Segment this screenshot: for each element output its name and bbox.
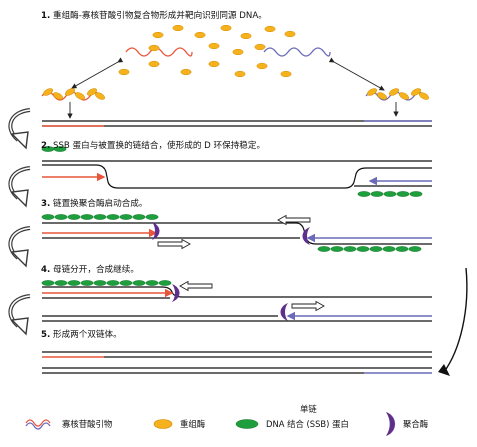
step-4-label: 4. 母链分开，合成继续。 — [41, 265, 139, 275]
free-primer-red — [125, 47, 193, 57]
legend-polymerase-label: 聚合酶 — [403, 419, 429, 429]
direction-arrow-right-step3 — [157, 239, 191, 249]
step-3-label: 3. 链置换聚合酶启动合成。 — [41, 199, 148, 209]
legend — [25, 412, 395, 436]
return-arrow — [443, 267, 468, 373]
step1-complexes — [41, 24, 431, 119]
legend-ssb-label-line1: 单链 — [300, 404, 317, 414]
left-complex — [41, 86, 107, 102]
polymerase-right-step4 — [280, 303, 288, 321]
curl-arrow-4 — [8, 294, 32, 336]
free-primer-blue — [263, 47, 331, 57]
right-complex — [365, 86, 431, 102]
free-recombinases — [118, 24, 296, 78]
curl-arrow-1 — [8, 108, 32, 150]
step-1-label: 1. 重组酶-寡核苷酸引物复合物形成并靶向识别同源 DNA。 — [41, 11, 267, 21]
step1-duplex — [42, 120, 432, 127]
legend-primer-icon — [25, 419, 51, 427]
ssb-proteins-step2 — [41, 146, 423, 197]
ssb-proteins-step3-bottom — [317, 246, 422, 252]
curl-arrow-2 — [8, 166, 32, 208]
ssb-proteins-step4 — [41, 280, 172, 286]
step4-separation — [41, 280, 432, 322]
step5-duplexes — [42, 351, 432, 374]
step3-synthesis — [41, 214, 432, 252]
step-5-label: 5. 形成两个双链体。 — [41, 330, 122, 340]
curl-arrow-3 — [8, 226, 32, 268]
polymerase-left-step3 — [152, 222, 160, 240]
legend-recombinase-icon — [153, 419, 173, 429]
legend-recombinase-label: 重组酶 — [180, 419, 206, 429]
legend-ssb-label-line2: DNA 结合 (SSB) 蛋白 — [266, 419, 349, 429]
legend-ssb-icon — [235, 419, 259, 429]
step2-dloop — [41, 146, 432, 197]
legend-primer-label: 寡核苷酸引物 — [62, 419, 113, 429]
step-2-label: 2. SSB 蛋白与被置换的链结合，使形成的 D 环保持稳定。 — [41, 141, 266, 151]
legend-polymerase-icon — [386, 412, 395, 436]
direction-arrow-left-step4 — [179, 281, 213, 291]
ssb-proteins-step3-top — [41, 214, 159, 220]
